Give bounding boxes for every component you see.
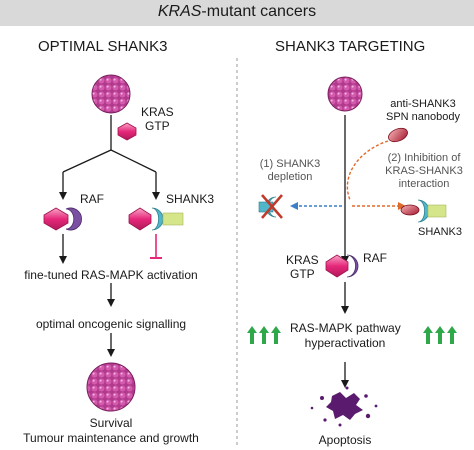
header-title: KRAS-mutant cancers xyxy=(0,3,474,21)
left-tumor-cell-large xyxy=(86,362,136,412)
left-kras-gtp-icon xyxy=(117,122,137,141)
right-panel-title: SHANK3 TARGETING xyxy=(275,38,426,55)
depletion-cross-icon xyxy=(261,194,283,219)
left-maintenance-text: Tumour maintenance and growth xyxy=(23,431,199,445)
left-shank3-label: SHANK3 xyxy=(166,192,215,206)
right-kras-label-line1: KRAS xyxy=(286,253,319,267)
apoptosis-label: Apoptosis xyxy=(318,433,372,447)
depletion-label-line1: (1) SHANK3 xyxy=(259,158,321,170)
left-kras-label-line1: KRAS xyxy=(141,105,174,119)
depletion-label-line2: depletion xyxy=(267,171,313,183)
left-kras-shank3-complex xyxy=(128,207,184,231)
left-signalling-text: optimal oncogenic signalling xyxy=(35,317,187,331)
pathway-label-line1: RAS-MAPK pathway xyxy=(290,321,401,335)
left-branch-line-b xyxy=(110,149,157,173)
nanobody-bound-shank3-icon xyxy=(400,199,447,223)
nanobody-label-line1: anti-SHANK3 xyxy=(390,98,456,110)
up-arrows-left xyxy=(247,326,281,344)
right-tumor-cell-top xyxy=(327,76,363,112)
left-tumor-cell-top xyxy=(91,74,131,114)
right-shank3-label: SHANK3 xyxy=(418,226,463,238)
header-bar: KRAS-mutant cancers xyxy=(0,0,474,26)
left-kras-label-line2: GTP xyxy=(145,119,170,133)
apoptosis-icon xyxy=(310,386,378,427)
header-title-italic: KRAS xyxy=(157,3,202,20)
nanobody-dashed-arrow xyxy=(346,140,389,201)
up-arrows-right xyxy=(423,326,457,344)
nanobody-icon xyxy=(388,127,408,143)
nanobody-label-line2: SPN nanobody xyxy=(386,111,460,123)
left-kras-raf-complex xyxy=(43,207,82,231)
inhibition-label-line3: interaction xyxy=(398,178,450,190)
left-survival-text: Survival xyxy=(89,416,133,430)
left-activation-text: fine-tuned RAS-MAPK activation xyxy=(24,268,198,282)
left-raf-label: RAF xyxy=(80,192,104,206)
right-kras-raf-complex xyxy=(325,254,359,278)
left-panel-title: OPTIMAL SHANK3 xyxy=(38,38,168,55)
header-title-rest: -mutant cancers xyxy=(201,3,317,20)
right-raf-label: RAF xyxy=(363,251,387,265)
inhibition-label-line1: (2) Inhibition of xyxy=(387,152,461,164)
left-branch-line-a xyxy=(62,149,112,173)
inhibition-label-line2: KRAS-SHANK3 xyxy=(385,165,463,177)
right-kras-label-line2: GTP xyxy=(290,267,315,281)
pathway-label-line2: hyperactivation xyxy=(304,336,386,350)
